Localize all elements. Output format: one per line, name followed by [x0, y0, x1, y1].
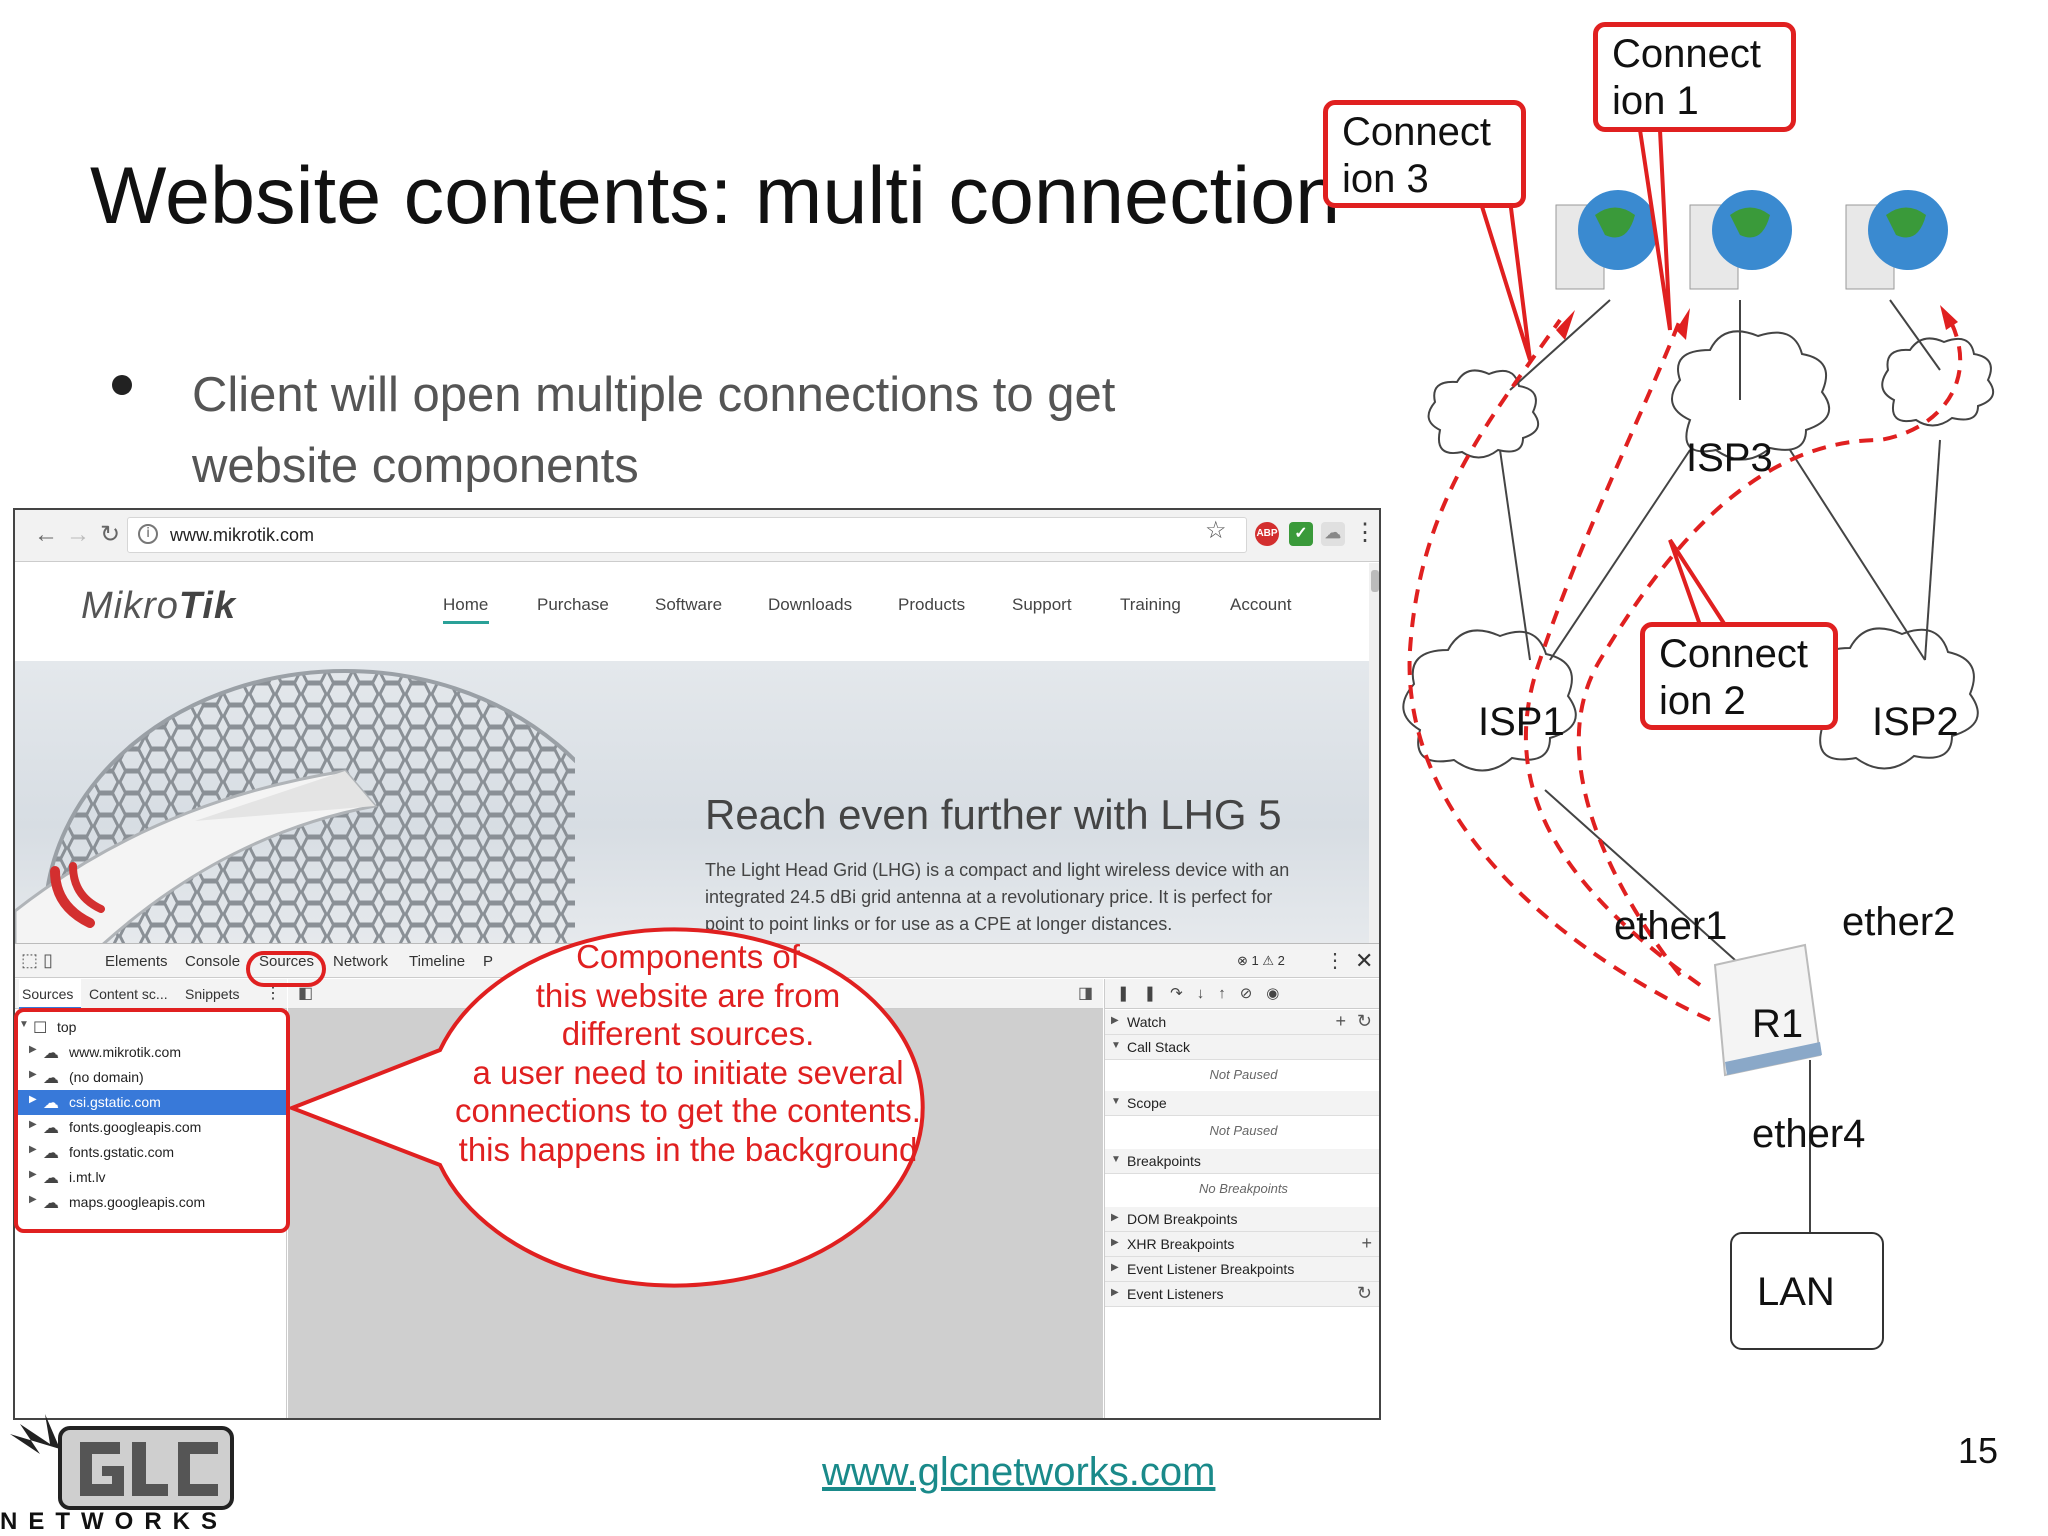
- ether4-label: ether4: [1752, 1112, 1865, 1157]
- isp2-label: ISP2: [1872, 700, 1959, 745]
- callout3-pointer: [1480, 200, 1530, 360]
- page-number: 15: [1958, 1430, 1998, 1472]
- logo-networks-text: NETWORKS: [0, 1508, 228, 1536]
- callout-connection-3: Connect ion 3: [1323, 100, 1526, 208]
- speech-bubble-text: Components of this website are from diff…: [432, 938, 944, 1169]
- lan-label: LAN: [1757, 1270, 1835, 1315]
- isp3-label: ISP3: [1686, 436, 1773, 481]
- ether2-label: ether2: [1842, 900, 1955, 945]
- isp1-label: ISP1: [1478, 700, 1565, 745]
- callout-connection-2: Connect ion 2: [1640, 622, 1838, 730]
- footer-link[interactable]: www.glcnetworks.com: [822, 1450, 1215, 1495]
- callout2-pointer: [1670, 540, 1725, 625]
- link-right-isp2: [1925, 440, 1940, 660]
- callout-connection-1: Connect ion 1: [1593, 22, 1796, 132]
- r1-label: R1: [1752, 1002, 1803, 1047]
- ether1-label: ether1: [1614, 904, 1727, 949]
- server-icons: [1556, 190, 1948, 289]
- link-upper-isp1: [1500, 450, 1530, 660]
- cloud-isp1-upper: [1429, 370, 1539, 457]
